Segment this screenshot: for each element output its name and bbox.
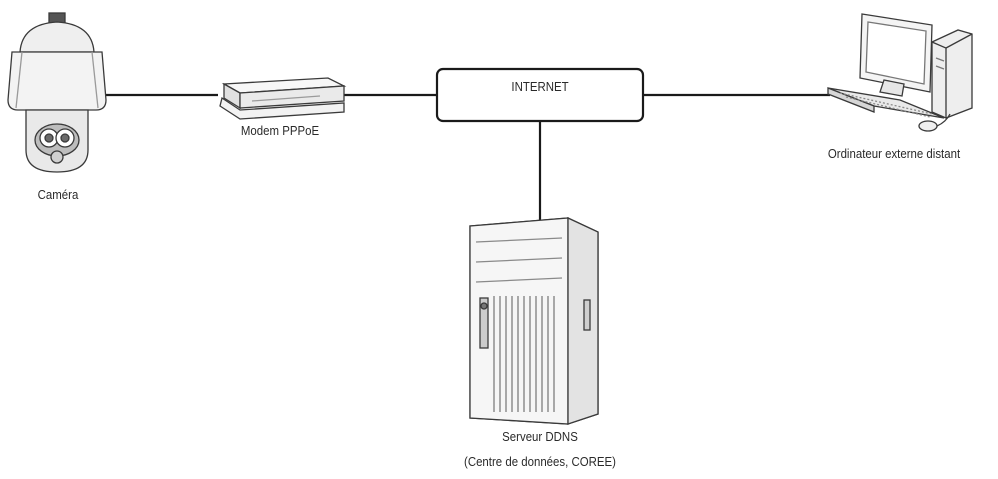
internet-label: INTERNET — [511, 79, 569, 94]
modem-icon — [219, 77, 347, 120]
camera-label: Caméra — [37, 187, 79, 202]
computer-icon — [827, 13, 973, 132]
server-sublabel: (Centre de données, COREE) — [464, 454, 616, 469]
modem-label: Modem PPPoE — [240, 123, 320, 138]
camera-icon — [7, 12, 107, 173]
server-label: Serveur DDNS — [502, 429, 578, 444]
connections — [104, 93, 830, 220]
computer-label: Ordinateur externe distant — [827, 146, 961, 161]
internet-box — [435, 67, 645, 123]
server-icon — [469, 216, 599, 425]
